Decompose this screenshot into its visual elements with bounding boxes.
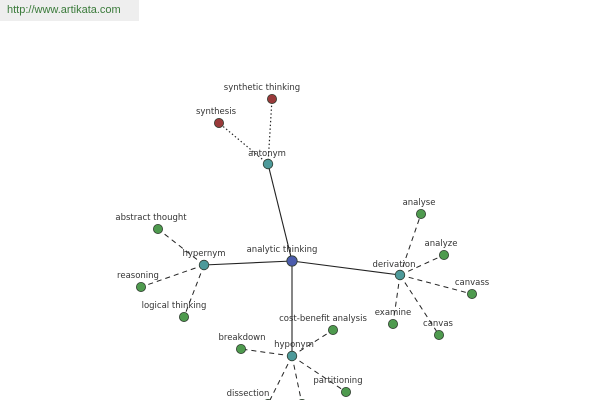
node-examine[interactable] (387, 318, 398, 329)
edge-analytic-thinking-to-derivation (291, 260, 401, 276)
node-antonym[interactable] (262, 158, 274, 170)
node-label-partitioning[interactable]: partitioning (313, 376, 362, 386)
edge-derivation-to-canvass (399, 274, 473, 295)
node-reasoning[interactable] (135, 281, 146, 292)
node-label-dissection[interactable]: dissection (227, 389, 270, 399)
node-analyze[interactable] (438, 249, 449, 260)
edge-hyponym-to-hyponym-extra (291, 355, 302, 400)
node-label-analyse[interactable]: analyse (403, 198, 436, 208)
graph-nodes (135, 94, 477, 400)
node-analyse[interactable] (415, 208, 426, 219)
node-cost-benefit-analysis[interactable] (327, 324, 338, 335)
edge-derivation-to-canvas (399, 274, 440, 336)
edge-hyponym-to-partitioning (291, 355, 347, 393)
edge-antonym-to-synthetic-thinking (267, 98, 273, 165)
node-derivation[interactable] (394, 269, 406, 281)
edge-derivation-to-analyze (399, 254, 445, 276)
node-label-cost-benefit-analysis[interactable]: cost-benefit analysis (279, 314, 367, 324)
node-hyponym[interactable] (286, 350, 298, 362)
node-synthetic-thinking[interactable] (266, 94, 277, 105)
node-logical-thinking[interactable] (178, 311, 189, 322)
node-partitioning[interactable] (340, 386, 351, 397)
node-label-synthetic-thinking[interactable]: synthetic thinking (224, 83, 300, 93)
node-abstract-thought[interactable] (152, 223, 163, 234)
graph-labels: analytic thinking antonym hypernym derivati… (115, 83, 489, 399)
node-canvas[interactable] (433, 329, 444, 340)
node-label-analyze[interactable]: analyze (425, 239, 458, 249)
edge-hyponym-to-breakdown (240, 348, 293, 357)
node-canvass[interactable] (466, 288, 477, 299)
node-hypernym[interactable] (198, 259, 210, 271)
node-label-examine[interactable]: examine (375, 308, 412, 318)
node-label-canvas[interactable]: canvas (423, 319, 454, 329)
node-synthesis[interactable] (213, 118, 224, 129)
node-label-analytic-thinking[interactable]: analytic thinking (247, 245, 318, 255)
node-label-logical-thinking[interactable]: logical thinking (142, 301, 207, 311)
node-label-canvass[interactable]: canvass (455, 278, 490, 288)
node-label-hyponym[interactable]: hyponym (274, 340, 314, 350)
node-label-hypernym[interactable]: hypernym (182, 249, 225, 259)
node-label-derivation[interactable]: derivation (372, 260, 415, 270)
edge-analytic-thinking-to-hypernym (203, 260, 293, 266)
node-label-reasoning[interactable]: reasoning (117, 271, 159, 281)
node-label-breakdown[interactable]: breakdown (219, 333, 266, 343)
edge-analytic-thinking-to-antonym (267, 163, 293, 262)
edge-hypernym-to-abstract-thought (157, 228, 205, 266)
edge-hypernym-to-reasoning (140, 264, 205, 288)
edge-hyponym-to-dissection (269, 355, 293, 400)
node-analytic-thinking[interactable] (286, 255, 298, 267)
edge-hyponym-to-cost-benefit-analysis (291, 329, 334, 357)
edge-derivation-to-analyse (399, 213, 422, 276)
site-url-link[interactable]: http://www.artikata.com (7, 4, 121, 16)
node-label-synthesis[interactable]: synthesis (196, 107, 237, 117)
graph-edges (140, 98, 473, 400)
url-banner: http://www.artikata.com (0, 0, 139, 21)
node-label-antonym[interactable]: antonym (248, 149, 286, 159)
edge-antonym-to-synthesis (218, 122, 269, 165)
node-label-abstract-thought[interactable]: abstract thought (115, 213, 187, 223)
edge-hypernym-to-logical-thinking (183, 264, 205, 318)
node-breakdown[interactable] (235, 343, 246, 354)
